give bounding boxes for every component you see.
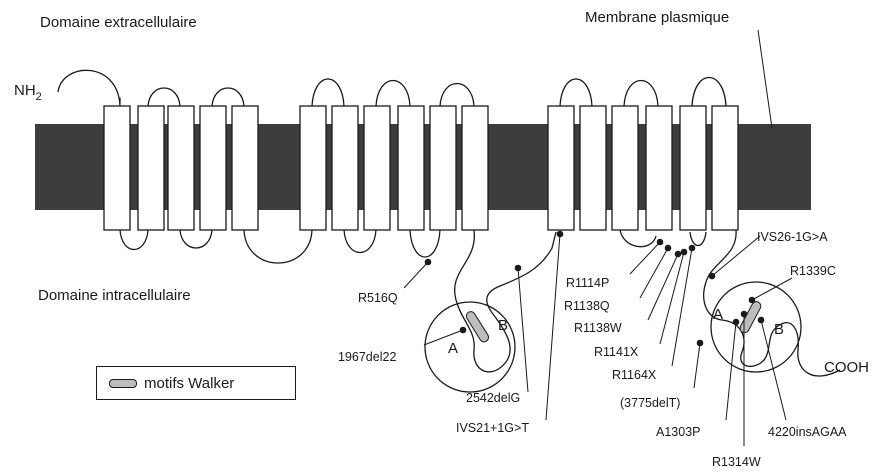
extracellular-loops [120,78,726,107]
legend-box: motifs Walker [96,366,296,400]
walker-motif-nbd2 [738,300,762,334]
mutation-label-r1138q: R1138Q [564,299,610,313]
cooh-label: COOH [824,359,869,376]
nbd2-loop-and-c-terminus [704,230,840,376]
nh2-label: NH2 [14,82,42,103]
nbd1-a-label: A [448,340,458,357]
mutation-label-r1164x: R1164X [612,368,657,382]
mutation-label-1967del22: 1967del22 [338,350,396,364]
nbd2-b-label: B [774,321,784,338]
mutation-label-r1314w: R1314W [712,455,761,469]
mutation-label-r1141x: R1141X [594,345,639,359]
mutation-label-r1138w: R1138W [574,321,622,335]
nbd1-b-label: B [498,317,508,334]
mutation-label-3775delt: (3775delT) [620,396,680,410]
mutation-label-2542delg: 2542delG [466,391,520,405]
n-terminal-tail [58,70,120,106]
mutation-label-a1303p: A1303P [656,425,700,439]
intracellular-loops [120,230,706,263]
nbd2-a-label: A [713,306,723,323]
membrane-label: Membrane plasmique [585,9,729,26]
mutation-label-r516q: R516Q [358,291,398,305]
membrane-pointer [758,30,772,128]
legend-label: motifs Walker [144,375,234,392]
walker-motif-swatch-icon [109,379,137,388]
mutation-label-ivs26: IVS26-1G>A [757,230,828,244]
mutation-label-r1339c: R1339C [790,264,836,278]
nbd1-loop [455,230,556,372]
mutation-pointers [404,234,792,446]
extracellular-label: Domaine extracellulaire [40,14,197,31]
mutation-label-4220insagaa: 4220insAGAA [768,425,847,439]
mutation-label-r1114p: R1114P [566,276,609,290]
nbd2-circle [711,282,801,372]
intracellular-label: Domaine intracellulaire [38,287,191,304]
mutation-label-ivs21: IVS21+1G>T [456,421,529,435]
